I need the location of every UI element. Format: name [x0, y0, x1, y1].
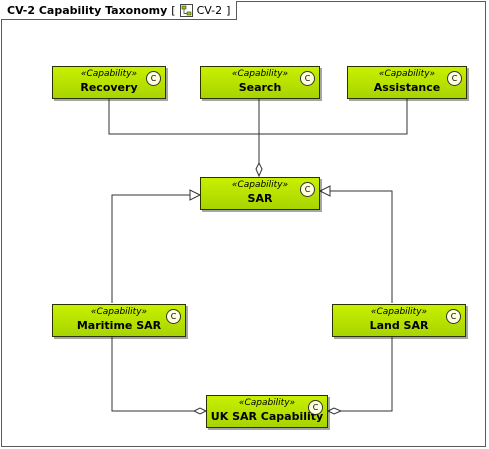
generalization-arrow-maritime — [189, 189, 202, 201]
bracket-open: [ — [171, 3, 176, 17]
class-icon: C — [446, 309, 461, 324]
class-icon: C — [300, 71, 315, 86]
stereotype-label: «Capability» — [231, 69, 289, 79]
stereotype-label: «Capability» — [80, 69, 138, 79]
connector-land-uk[interactable] — [341, 337, 393, 412]
node-recovery[interactable]: «Capability» Recovery C — [52, 66, 166, 99]
aggregation-diamond-sar — [255, 161, 263, 178]
stereotype-label: «Capability» — [231, 180, 289, 190]
diagram-title-tab[interactable]: CV-2 Capability Taxonomy [ CV-2 ] — [1, 1, 238, 20]
node-assistance[interactable]: «Capability» Assistance C — [347, 66, 467, 99]
diagram-title: CV-2 Capability Taxonomy — [7, 3, 168, 17]
node-name: SAR — [247, 192, 273, 205]
class-icon: C — [308, 400, 323, 415]
node-maritime-sar[interactable]: «Capability» Maritime SAR C — [52, 304, 186, 337]
generalization-arrow-land — [318, 185, 331, 197]
class-icon: C — [447, 71, 462, 86]
node-name: UK SAR Capability — [210, 410, 324, 423]
connector-recovery-sar[interactable] — [108, 99, 259, 135]
connector-maritime-sar-generalization[interactable] — [111, 194, 190, 303]
node-name: Land SAR — [369, 319, 429, 332]
node-name: Maritime SAR — [76, 319, 162, 332]
bracket-close: ] — [226, 3, 231, 17]
connector-maritime-uk[interactable] — [111, 337, 194, 412]
class-icon: C — [300, 182, 315, 197]
aggregation-diamond-uk-right — [326, 407, 343, 415]
node-sar[interactable]: «Capability» SAR C — [200, 177, 320, 210]
class-icon: C — [146, 71, 161, 86]
diagram-kind: CV-2 — [196, 3, 223, 17]
node-name: Assistance — [373, 81, 441, 94]
stereotype-label: «Capability» — [238, 398, 296, 408]
node-name: Search — [238, 81, 282, 94]
node-land-sar[interactable]: «Capability» Land SAR C — [332, 304, 466, 337]
stereotype-label: «Capability» — [378, 69, 436, 79]
connector-land-sar-generalization[interactable] — [330, 190, 393, 303]
node-uk-sar-capability[interactable]: «Capability» UK SAR Capability C — [206, 395, 328, 428]
node-search[interactable]: «Capability» Search C — [200, 66, 320, 99]
stereotype-label: «Capability» — [370, 307, 428, 317]
aggregation-diamond-uk-left — [192, 407, 208, 415]
diagram-icon — [179, 3, 193, 17]
stereotype-label: «Capability» — [90, 307, 148, 317]
class-icon: C — [166, 309, 181, 324]
connector-assistance-sar[interactable] — [259, 99, 408, 135]
node-name: Recovery — [80, 81, 138, 94]
